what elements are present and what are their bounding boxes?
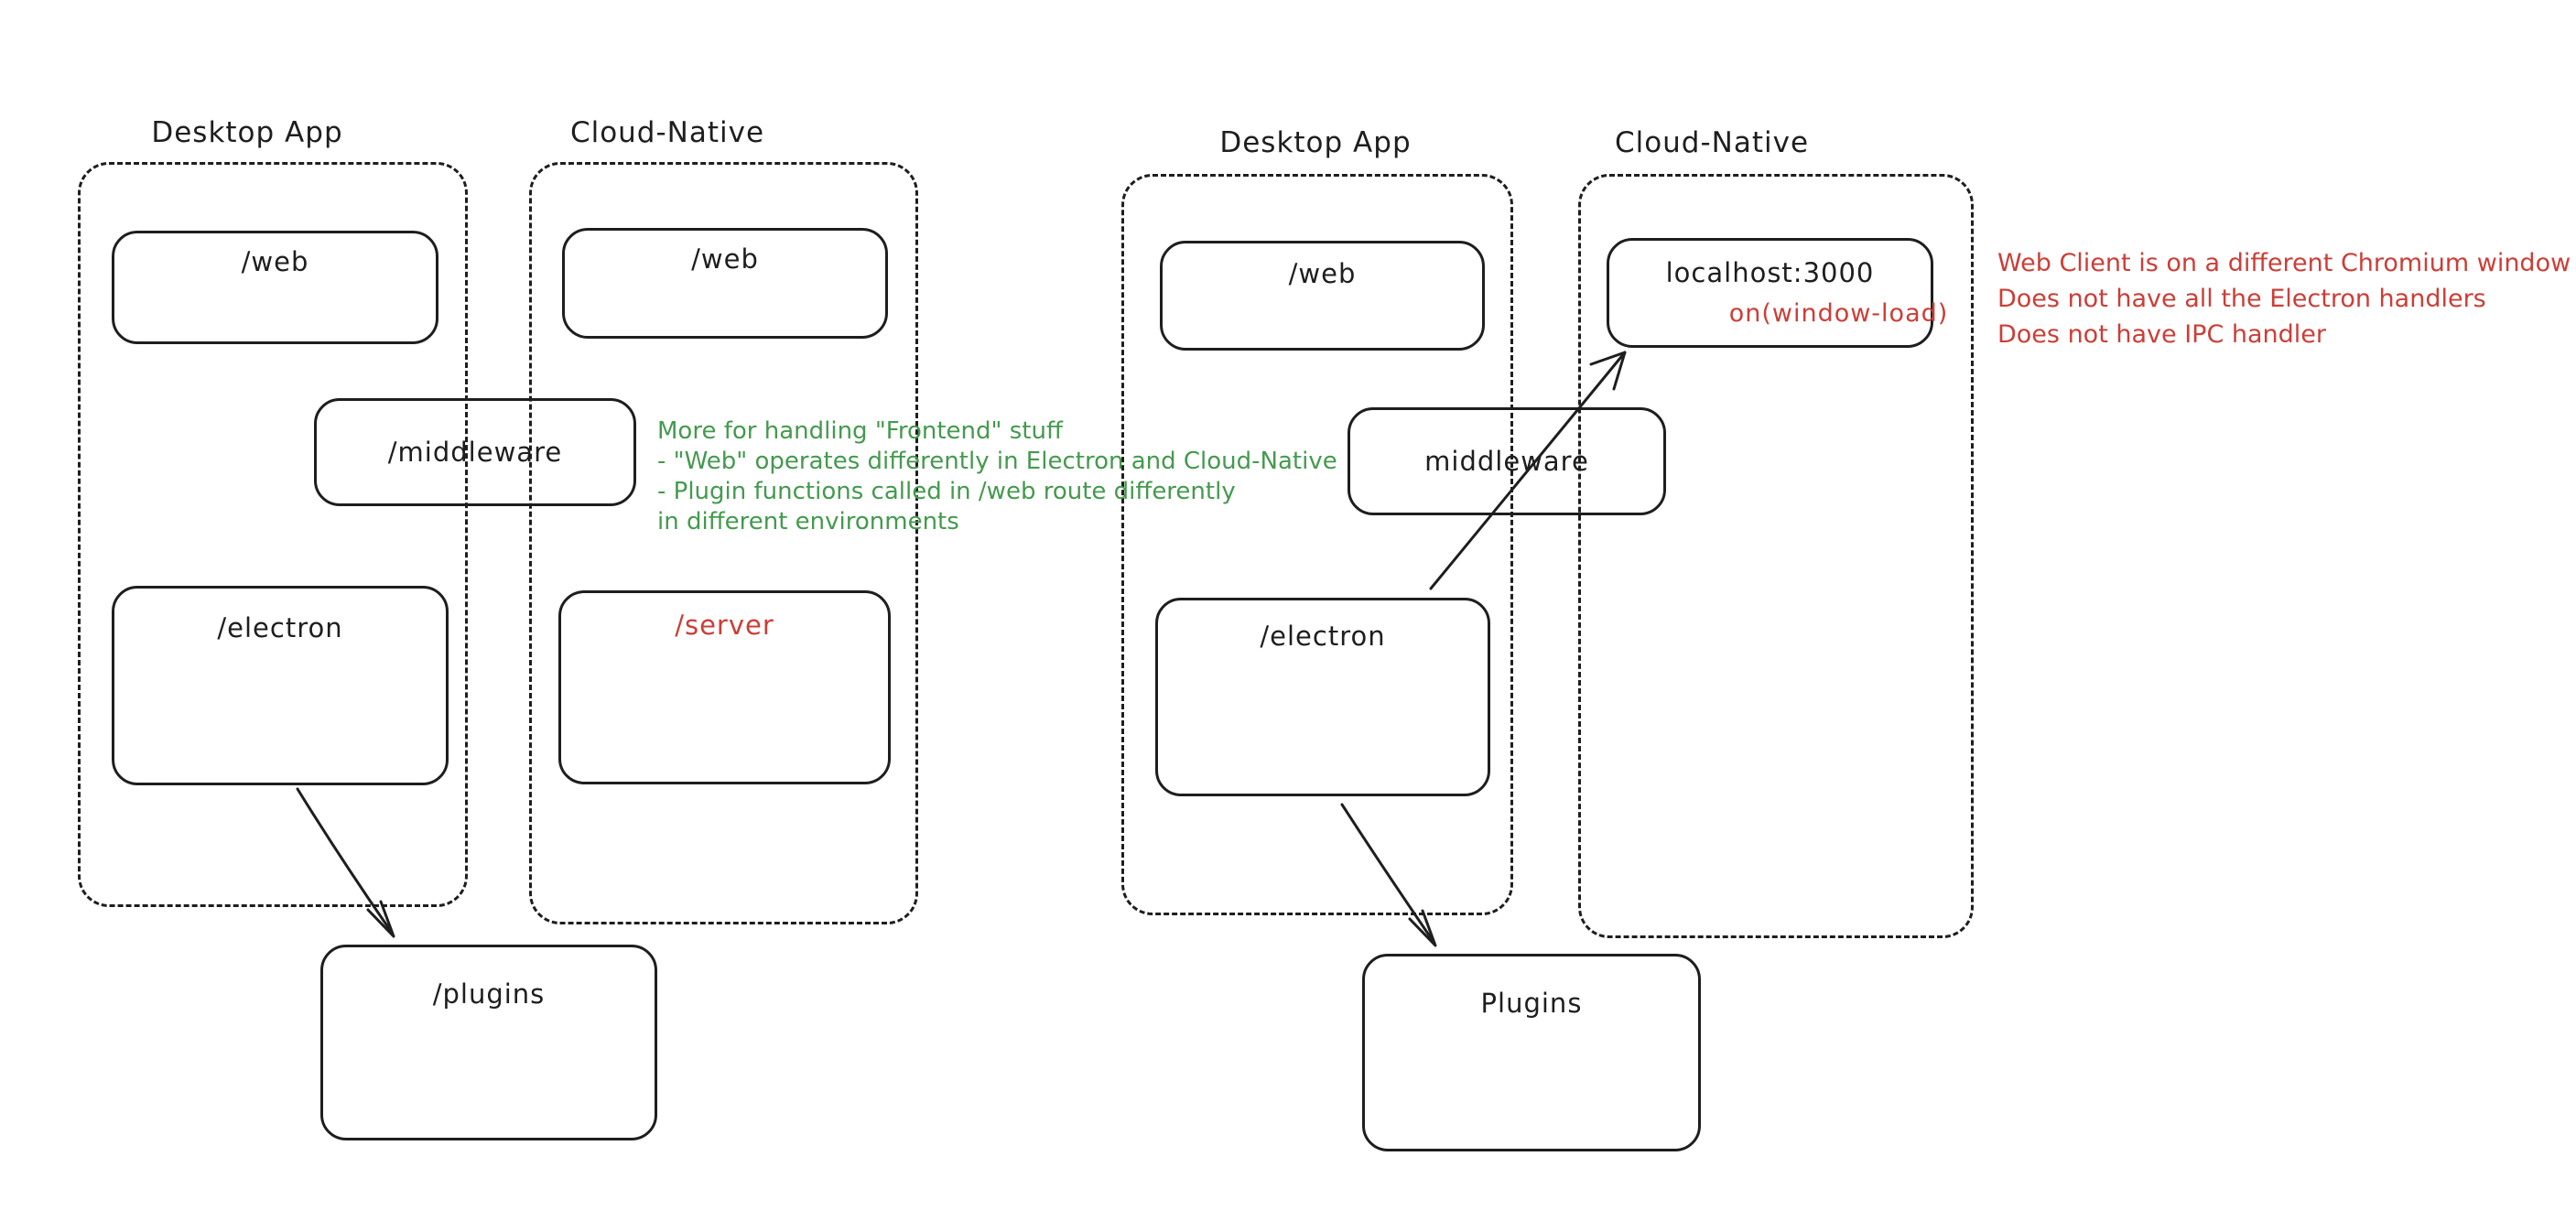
node-web-left-desktop: /web	[112, 231, 438, 344]
node-middleware-left: /middleware	[314, 398, 636, 506]
annotation-line: Does not have IPC handler	[1997, 320, 2327, 349]
annotation-line: - "Web" operates differently in Electron…	[657, 448, 1337, 475]
node-middleware-right: middleware	[1348, 407, 1666, 515]
annotation-line: More for handling "Frontend" stuff	[657, 417, 1063, 445]
node-label: /plugins	[432, 978, 546, 1010]
node-web-left-cloud: /web	[562, 228, 888, 339]
annotation-line: - Plugin functions called in /web route …	[657, 478, 1236, 505]
annotation-line: Does not have all the Electron handlers	[1997, 285, 2486, 313]
node-label: /web	[241, 246, 309, 277]
group-label-desktop-app-left: Desktop App	[151, 116, 343, 149]
group-desktop-app-left	[78, 162, 468, 907]
node-plugins-right: Plugins	[1362, 954, 1701, 1151]
group-label-cloud-native-right: Cloud-Native	[1614, 126, 1810, 159]
node-label: middleware	[1424, 446, 1589, 477]
annotation-green-middleware-notes: More for handling "Frontend" stuff - "We…	[657, 416, 1337, 537]
annotation-red-web-client-notes: Web Client is on a different Chromium wi…	[1997, 245, 2571, 352]
annotation-line: Web Client is on a different Chromium wi…	[1997, 249, 2571, 277]
node-localhost-3000: localhost:3000 on(window-load)	[1607, 238, 1947, 348]
node-web-right-desktop: /web	[1160, 241, 1485, 351]
node-server: /server	[558, 590, 891, 784]
group-cloud-native-left	[529, 162, 918, 924]
node-sub-label-on-window-load: on(window-load)	[1728, 299, 1949, 328]
arrow-electron-to-plugins-right-head	[1408, 909, 1437, 947]
node-plugins-left: /plugins	[320, 945, 657, 1140]
node-label: /middleware	[387, 437, 563, 468]
node-label: localhost:3000	[1665, 257, 1875, 288]
node-label: /server	[675, 610, 774, 641]
node-label: /web	[691, 243, 759, 275]
group-label-desktop-app-right: Desktop App	[1219, 126, 1412, 159]
node-label: Plugins	[1480, 988, 1583, 1019]
node-electron-left: /electron	[112, 586, 449, 785]
node-electron-right: /electron	[1155, 598, 1490, 796]
annotation-line: in different environments	[657, 508, 959, 535]
node-label: /web	[1288, 258, 1357, 289]
group-label-cloud-native-left: Cloud-Native	[569, 116, 765, 149]
node-label: /electron	[217, 612, 343, 643]
node-label: /electron	[1260, 621, 1386, 652]
